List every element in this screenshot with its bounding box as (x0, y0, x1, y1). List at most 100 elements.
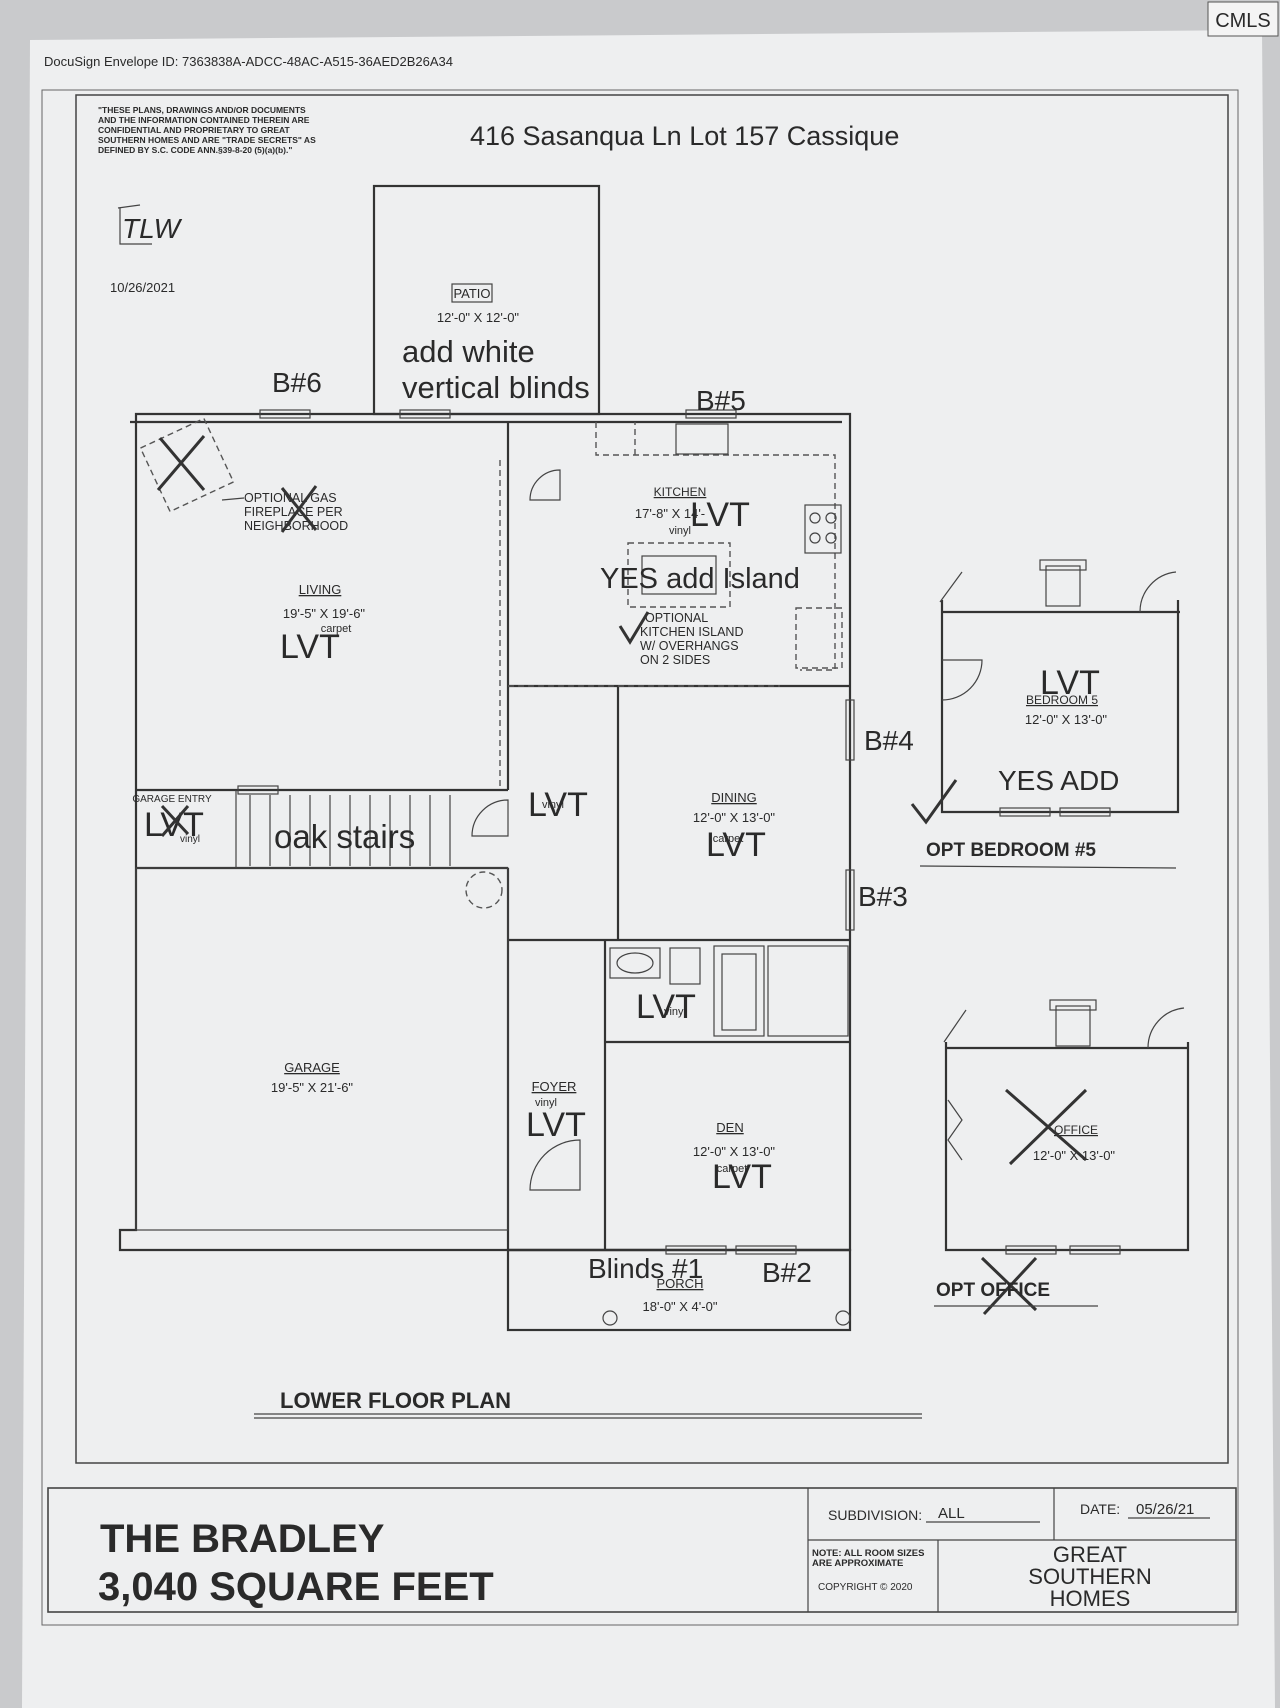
blinds-b4: B#4 (864, 725, 914, 756)
plan-name: THE BRADLEY (100, 1517, 385, 1561)
builder-line-1: GREAT (1053, 1542, 1127, 1567)
office-x-mark (1005, 1088, 1088, 1166)
initials-box: TLW (117, 204, 183, 245)
fireplace-x-mark (156, 435, 206, 491)
room-size-note-1: NOTE: ALL ROOM SIZES (812, 1548, 924, 1559)
fireplace-note-2: FIREPLACE PER (244, 505, 343, 519)
foyer-label: FOYER (532, 1079, 577, 1094)
title-block: THE BRADLEY 3,040 SQUARE FEET SUBDIVISIO… (47, 1487, 1237, 1613)
fireplace-note-x-mark (280, 485, 318, 533)
patio-blinds-note-1: add white (402, 334, 535, 369)
stairs-note: oak stairs (274, 818, 415, 855)
dining-floor: carpet (713, 833, 744, 845)
date-label: DATE: (1080, 1501, 1120, 1517)
lvt-kitchen: LVT (690, 496, 750, 534)
garage-label: GARAGE (284, 1060, 340, 1075)
confidential-line-1: "THESE PLANS, DRAWINGS AND/OR DOCUMENTS (98, 105, 306, 115)
kitchen-island (627, 542, 731, 608)
opt-office-x-mark (980, 1256, 1038, 1316)
dining-label: DINING (711, 790, 757, 805)
cmls-logo: CMLS (1207, 1, 1279, 37)
initials-text: TLW (122, 213, 183, 244)
builder-line-2: SOUTHERN (1028, 1564, 1151, 1589)
island-note-1: OPTIONAL (645, 611, 708, 625)
island-note-4: ON 2 SIDES (640, 653, 710, 667)
island-yes-note: YES add Island (600, 563, 800, 595)
confidential-notice: "THESE PLANS, DRAWINGS AND/OR DOCUMENTS … (98, 105, 316, 155)
den-floor: carpet (717, 1163, 748, 1175)
subdivision-label: SUBDIVISION: (828, 1507, 922, 1523)
kitchen-floor: vinyl (669, 525, 691, 537)
living-size: 19'-5" X 19'-6" (283, 606, 366, 621)
builder-line-3: HOMES (1050, 1586, 1131, 1611)
patio-size: 12'-0" X 12'-0" (437, 310, 520, 325)
patio-label: PATIO (453, 286, 490, 301)
cmls-logo-text: CMLS (1215, 10, 1271, 32)
living-floor: carpet (321, 623, 352, 635)
garage-entry-label: GARAGE ENTRY (132, 794, 212, 805)
office-label: OFFICE (1054, 1123, 1098, 1137)
bedroom5-size: 12'-0" X 13'-0" (1025, 712, 1108, 727)
dining-size: 12'-0" X 13'-0" (693, 810, 776, 825)
foyer-floor: vinyl (535, 1097, 557, 1109)
plan-captions: OPT BEDROOM #5 OPT OFFICE LOWER FLOOR PL… (254, 840, 1177, 1419)
subdivision-value: ALL (938, 1505, 965, 1522)
fireplace-note-3: NEIGHBORHOOD (244, 519, 348, 533)
lvt-dining: LVT (706, 826, 766, 864)
bedroom5-checkmark (910, 779, 958, 825)
drawing-border-outer (41, 89, 1239, 1626)
den-size: 12'-0" X 13'-0" (693, 1144, 776, 1159)
lvt-den: LVT (712, 1158, 772, 1196)
plan-notes: OPTIONAL GAS FIREPLACE PER NEIGHBORHOOD … (221, 491, 744, 667)
kitchen-size: 17'-8" X 14'- (635, 506, 705, 521)
stairs-treads (249, 795, 451, 866)
signed-date: 10/26/2021 (110, 280, 175, 295)
lvt-hall: LVT (528, 786, 588, 824)
lower-floor-caption: LOWER FLOOR PLAN (280, 1388, 511, 1413)
island-note-3: W/ OVERHANGS (640, 639, 739, 653)
docusign-envelope-id: DocuSign Envelope ID: 7363838A-ADCC-48AC… (44, 54, 453, 69)
bedroom5-label: BEDROOM 5 (1026, 693, 1098, 707)
porch-label: PORCH (657, 1276, 704, 1291)
drawing-border (75, 94, 1229, 1464)
office-size: 12'-0" X 13'-0" (1033, 1148, 1116, 1163)
room-size-note-2: ARE APPROXIMATE (812, 1558, 903, 1569)
island-checkmark (618, 611, 650, 645)
lvt-garage-entry: LVT (144, 806, 204, 844)
copyright-note: COPYRIGHT © 2020 (818, 1582, 913, 1593)
handwritten-annotations: add white vertical blinds B#6 B#5 B#4 B#… (144, 334, 1119, 1316)
garage-entry-floor: vinyl (180, 834, 200, 845)
blinds-b6: B#6 (272, 367, 322, 398)
blinds-b5: B#5 (696, 385, 746, 416)
property-address: 416 Sasanqua Ln Lot 157 Cassique (470, 121, 899, 151)
room-labels: PATIO 12'-0" X 12'-0" LIVING 19'-5" X 19… (132, 283, 1116, 1314)
lvt-bedroom5: LVT (1040, 664, 1100, 702)
lvt-bath: LVT (636, 988, 696, 1026)
paper-page (22, 30, 1275, 1708)
hall-floor: vinyl (542, 799, 564, 811)
confidential-line-3: CONFIDENTIAL AND PROPRIETARY TO GREAT (98, 125, 291, 135)
date-value: 05/26/21 (1136, 1501, 1194, 1518)
confidential-line-4: SOUTHERN HOMES AND ARE "TRADE SECRETS" A… (98, 135, 316, 145)
confidential-line-2: AND THE INFORMATION CONTAINED THEREIN AR… (98, 115, 310, 125)
blinds-1: Blinds #1 (588, 1253, 703, 1284)
floor-plan-walls (118, 184, 1190, 1332)
porch-size: 18'-0" X 4'-0" (643, 1299, 718, 1314)
garage-size: 19'-5" X 21'-6" (271, 1080, 354, 1095)
plan-square-feet: 3,040 SQUARE FEET (98, 1565, 494, 1609)
bath-floor: vinyl (664, 1006, 686, 1018)
den-label: DEN (716, 1120, 743, 1135)
confidential-line-5: DEFINED BY S.C. CODE ANN.§39-8-20 (5)(a)… (98, 145, 292, 155)
island-note-2: KITCHEN ISLAND (640, 625, 744, 639)
blinds-b3: B#3 (858, 881, 908, 912)
lvt-foyer: LVT (526, 1106, 586, 1144)
opt-bedroom-caption: OPT BEDROOM #5 (926, 840, 1096, 861)
living-label: LIVING (299, 582, 342, 597)
bedroom5-yes-add: YES ADD (998, 765, 1119, 796)
lvt-living: LVT (280, 628, 340, 666)
opt-office-caption: OPT OFFICE (936, 1280, 1050, 1301)
garage-entry-x-mark (160, 804, 190, 837)
kitchen-label: KITCHEN (654, 485, 707, 499)
fireplace (139, 417, 235, 513)
